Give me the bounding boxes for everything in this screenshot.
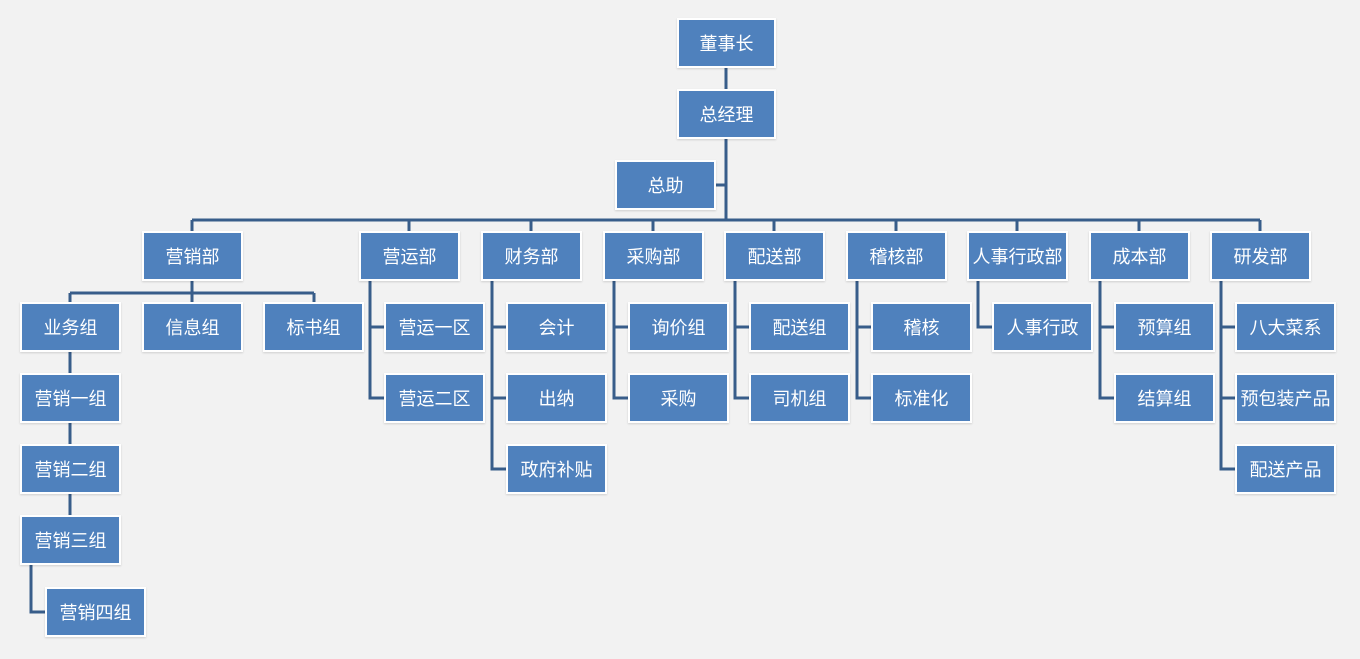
node-budget-group: 预算组 (1114, 302, 1215, 352)
node-marketing-group-1: 营销一组 (20, 373, 121, 423)
node-driver-group: 司机组 (749, 373, 850, 423)
node-finance: 财务部 (481, 231, 582, 281)
connector (733, 280, 750, 400)
node-audit: 稽核部 (846, 231, 947, 281)
node-chairman: 董事长 (677, 18, 776, 68)
node-rnd: 研发部 (1210, 231, 1311, 281)
node-hr-admin: 人事行政部 (967, 231, 1068, 281)
connector (368, 280, 385, 400)
node-eight-cuisines: 八大菜系 (1235, 302, 1336, 352)
connector (855, 280, 872, 400)
node-marketing-group-3: 营销三组 (20, 515, 121, 565)
node-procurement: 采购 (628, 373, 729, 423)
node-accounting: 会计 (506, 302, 607, 352)
connector (612, 280, 629, 400)
node-bid-group: 标书组 (263, 302, 364, 352)
node-marketing-group-4: 营销四组 (45, 587, 146, 637)
node-settlement-group: 结算组 (1114, 373, 1215, 423)
node-purchasing: 采购部 (603, 231, 704, 281)
node-cashier: 出纳 (506, 373, 607, 423)
connector (490, 280, 507, 471)
node-standardization: 标准化 (871, 373, 972, 423)
node-operations-zone-2: 营运二区 (384, 373, 485, 423)
node-prepack-products: 预包装产品 (1235, 373, 1336, 423)
connector (29, 564, 46, 614)
node-business-group: 业务组 (20, 302, 121, 352)
node-delivery-group: 配送组 (749, 302, 850, 352)
node-cost: 成本部 (1089, 231, 1190, 281)
node-assistant: 总助 (615, 160, 716, 210)
node-operations: 营运部 (359, 231, 460, 281)
node-delivery: 配送部 (724, 231, 825, 281)
node-hr-admin-item: 人事行政 (992, 302, 1093, 352)
connector (1219, 280, 1236, 471)
node-general-manager: 总经理 (677, 89, 776, 139)
node-marketing-group-2: 营销二组 (20, 444, 121, 494)
node-operations-zone-1: 营运一区 (384, 302, 485, 352)
connector (976, 280, 993, 329)
connector (1098, 280, 1115, 400)
node-audit-item: 稽核 (871, 302, 972, 352)
node-inquiry-group: 询价组 (628, 302, 729, 352)
node-info-group: 信息组 (142, 302, 243, 352)
node-delivery-products: 配送产品 (1235, 444, 1336, 494)
node-gov-subsidy: 政府补贴 (506, 444, 607, 494)
node-marketing: 营销部 (142, 231, 243, 281)
